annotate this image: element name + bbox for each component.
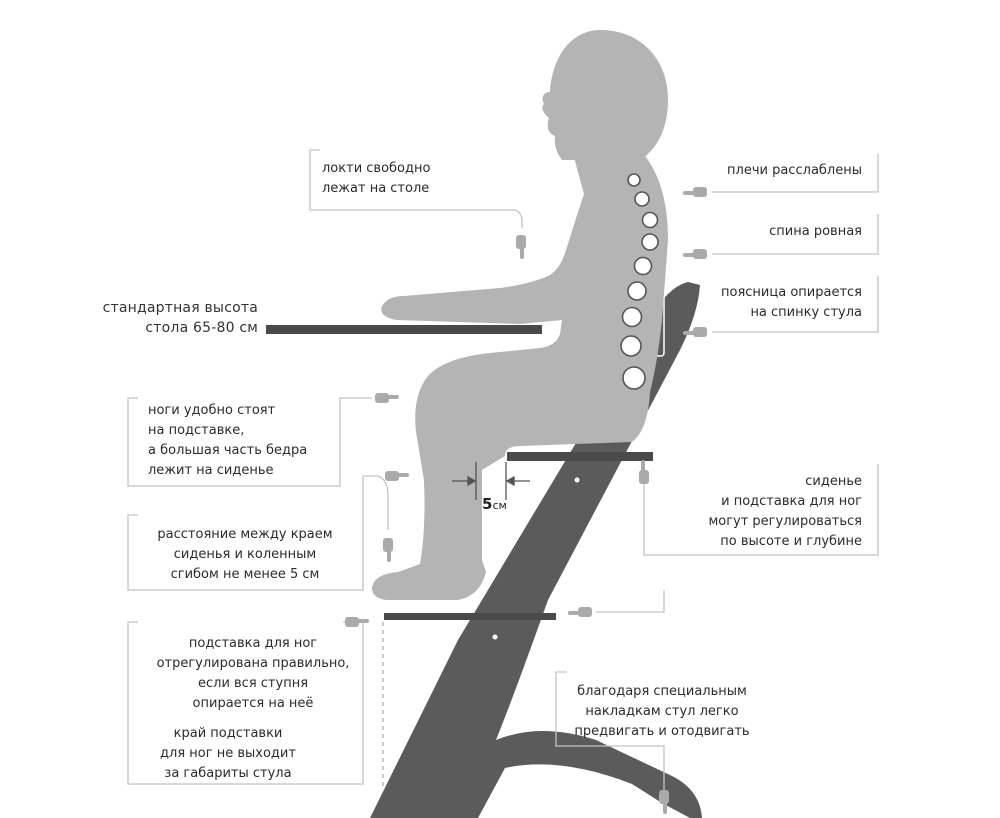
chair-bolt [574, 477, 580, 483]
vertebra [622, 366, 646, 390]
pointing-hands [345, 187, 707, 814]
pointing-hand-icon [639, 460, 649, 484]
knee-gap-value: 5см [482, 495, 507, 513]
pointing-hand-icon [375, 393, 399, 403]
spine [620, 173, 659, 390]
child-body [372, 150, 668, 600]
vertebra [621, 306, 643, 328]
pointing-hand-icon [345, 617, 369, 627]
vertebra [627, 173, 641, 187]
pointing-hand-icon [683, 327, 707, 337]
chair-bolt [492, 634, 498, 640]
pointing-hand-icon [568, 607, 592, 617]
table-top [266, 325, 542, 334]
vertebra [641, 211, 659, 229]
vertebra [633, 256, 653, 276]
pointing-hand-icon [516, 235, 526, 259]
pointing-hand-icon [659, 790, 669, 814]
label-shoulders: плечи расслаблены [727, 163, 862, 178]
knee-gap-measure [452, 462, 530, 500]
pointing-hand-icon [683, 187, 707, 197]
vertebra [620, 335, 642, 357]
vertebra [634, 191, 650, 207]
vertebra [627, 281, 647, 301]
pointing-hand-icon [683, 249, 707, 259]
chair-footrest [384, 613, 556, 620]
child-head [542, 30, 668, 160]
label-back: спина ровная [769, 224, 862, 239]
chair-seat [507, 452, 653, 461]
vertebra [641, 233, 659, 251]
pointing-hand-icon [385, 471, 409, 481]
child-figure [372, 30, 668, 600]
pointing-hand-icon [383, 538, 393, 562]
